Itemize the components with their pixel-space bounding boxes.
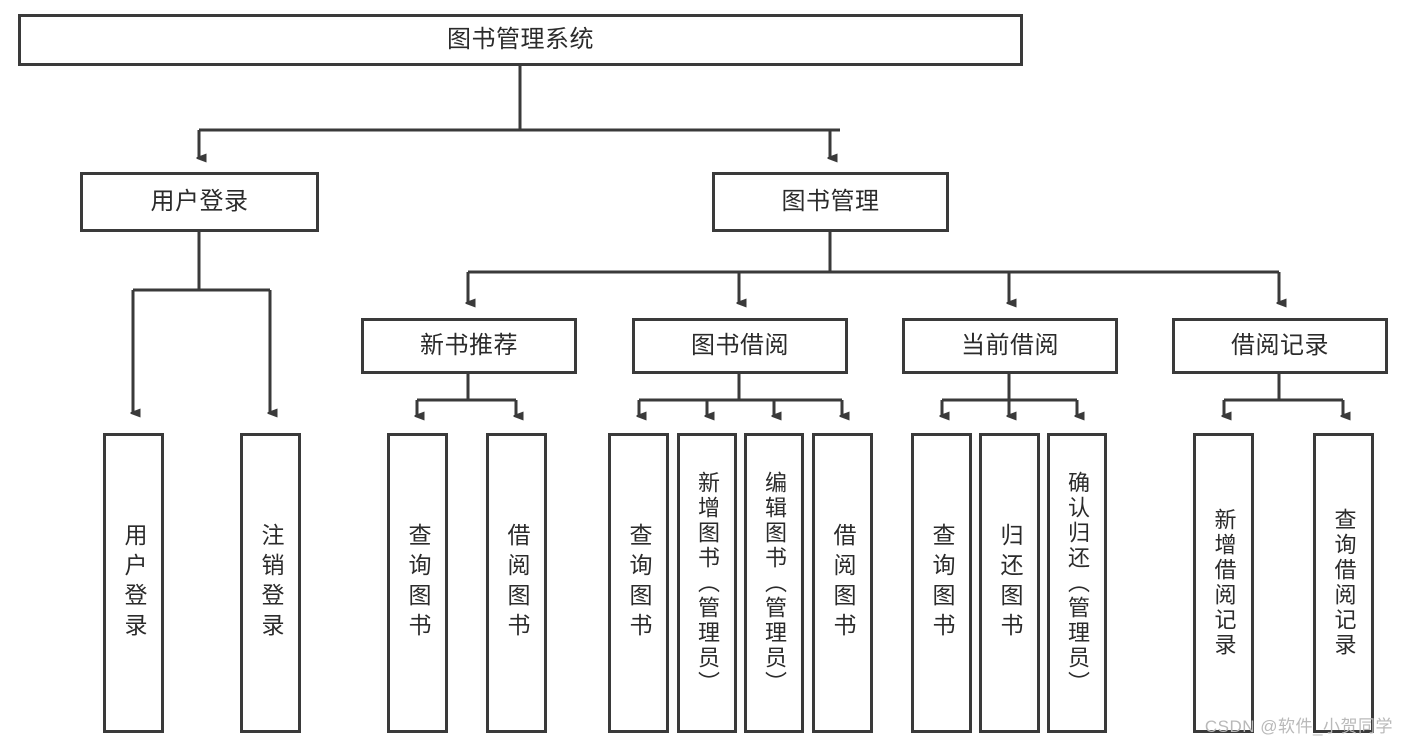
node-leaf-edit-book[interactable]: 编辑图书（管理员） (744, 433, 804, 733)
node-leaf-query-book-1-label: 查询图书 (405, 523, 431, 643)
node-leaf-add-book-label: 新增图书（管理员） (695, 470, 720, 696)
node-leaf-add-record[interactable]: 新增借阅记录 (1193, 433, 1254, 733)
node-leaf-return-book[interactable]: 归还图书 (979, 433, 1040, 733)
node-leaf-query-record-label: 查询借阅记录 (1331, 508, 1357, 658)
node-book-borrow[interactable]: 图书借阅 (632, 318, 848, 374)
node-book-manage[interactable]: 图书管理 (712, 172, 949, 232)
node-borrow-record[interactable]: 借阅记录 (1172, 318, 1388, 374)
node-leaf-edit-book-label: 编辑图书（管理员） (762, 470, 787, 696)
node-borrow-record-label: 借阅记录 (1231, 331, 1329, 359)
node-leaf-add-record-label: 新增借阅记录 (1211, 508, 1237, 658)
node-leaf-add-book[interactable]: 新增图书（管理员） (677, 433, 737, 733)
node-leaf-user-login[interactable]: 用户登录 (103, 433, 164, 733)
node-root-label: 图书管理系统 (447, 25, 594, 53)
node-leaf-confirm-return-label: 确认归还（管理员） (1065, 470, 1090, 696)
node-book-manage-label: 图书管理 (781, 187, 880, 215)
node-root[interactable]: 图书管理系统 (18, 14, 1023, 66)
node-leaf-logout-login[interactable]: 注销登录 (240, 433, 301, 733)
node-leaf-logout-login-label: 注销登录 (258, 523, 284, 643)
node-book-borrow-label: 图书借阅 (691, 331, 789, 359)
node-leaf-query-record[interactable]: 查询借阅记录 (1313, 433, 1374, 733)
watermark: CSDN @软件_小贺同学 (1204, 717, 1393, 736)
node-current-borrow[interactable]: 当前借阅 (902, 318, 1118, 374)
node-leaf-borrow-book-1[interactable]: 借阅图书 (486, 433, 547, 733)
node-leaf-query-book-2-label: 查询图书 (626, 523, 652, 643)
node-leaf-borrow-book-1-label: 借阅图书 (504, 523, 530, 643)
node-leaf-borrow-book-2-label: 借阅图书 (830, 523, 856, 643)
node-leaf-query-book-3-label: 查询图书 (929, 523, 955, 643)
node-leaf-query-book-2[interactable]: 查询图书 (608, 433, 669, 733)
node-user-login-label: 用户登录 (150, 187, 249, 215)
node-new-book-recommend-label: 新书推荐 (420, 331, 518, 359)
node-leaf-query-book-3[interactable]: 查询图书 (911, 433, 972, 733)
node-new-book-recommend[interactable]: 新书推荐 (361, 318, 577, 374)
node-leaf-query-book-1[interactable]: 查询图书 (387, 433, 448, 733)
node-leaf-return-book-label: 归还图书 (997, 523, 1023, 643)
node-leaf-borrow-book-2[interactable]: 借阅图书 (812, 433, 873, 733)
node-leaf-confirm-return[interactable]: 确认归还（管理员） (1047, 433, 1107, 733)
node-user-login[interactable]: 用户登录 (80, 172, 319, 232)
node-leaf-user-login-label: 用户登录 (121, 523, 147, 643)
node-current-borrow-label: 当前借阅 (961, 331, 1059, 359)
